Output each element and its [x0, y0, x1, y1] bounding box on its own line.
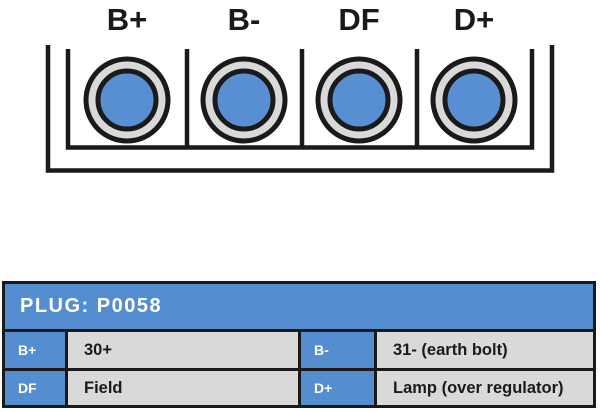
pin-cell-b-plus: B+ [5, 332, 65, 368]
pin-description-b-plus: 30+ [68, 332, 298, 368]
terminal-label-d-plus: D+ [453, 2, 495, 37]
terminal-label-b-minus: B- [227, 2, 261, 37]
pin-cell-d-plus: D+ [301, 371, 374, 405]
housing-inner-outline [65, 49, 535, 150]
housing-outer-outline [45, 45, 555, 173]
terminal-label-df: DF [338, 2, 380, 37]
plug-connector-drawing [45, 45, 555, 173]
terminal-socket-b-plus [83, 56, 171, 144]
pin-cell-df: DF [5, 371, 65, 405]
plug-table-title: PLUG: P0058 [5, 284, 593, 329]
pin-description-d-plus: Lamp (over regulator) [377, 371, 593, 405]
pin-description-df: Field [68, 371, 298, 405]
terminal-label-b-plus: B+ [106, 2, 148, 37]
terminal-socket-b-minus [200, 56, 288, 144]
plug-pinout-table: PLUG: P0058 B+ 30+ B- 31- (earth bolt) D… [2, 281, 596, 408]
terminal-socket-d-plus [430, 56, 518, 144]
pin-cell-b-minus: B- [301, 332, 374, 368]
pin-description-b-minus: 31- (earth bolt) [377, 332, 593, 368]
terminal-socket-df [315, 56, 403, 144]
plug-diagram: B+ B- DF D+ [45, 2, 555, 173]
